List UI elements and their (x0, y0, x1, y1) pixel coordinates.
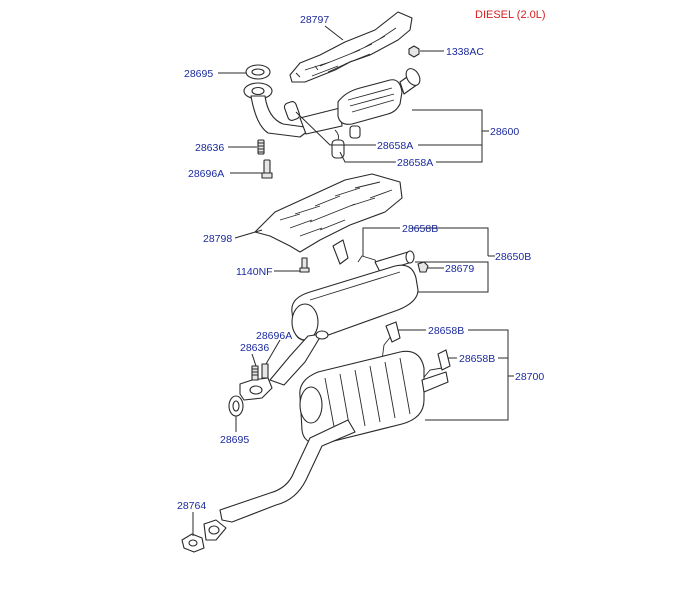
label-28658a-2[interactable]: 28658A (397, 157, 433, 169)
leader-28600 (412, 109, 489, 163)
tail-end-28764-drawing (181, 533, 205, 553)
heat-protector-front-drawing (289, 11, 413, 83)
label-28797[interactable]: 28797 (300, 14, 329, 26)
label-28600[interactable]: 28600 (490, 126, 519, 138)
label-28658a-1[interactable]: 28658A (377, 140, 413, 152)
nut-lower-drawing (261, 363, 269, 379)
front-pipe-assy-drawing (243, 68, 421, 159)
leader-28696a-lower (265, 339, 281, 365)
nut-upper-drawing (261, 159, 273, 179)
leader-28700 (398, 329, 514, 421)
leader-28636-lower (251, 353, 257, 367)
leader-28658a-1 (295, 111, 376, 146)
bracket-28679-drawing (417, 261, 429, 273)
rear-muffler-assy-drawing (203, 321, 451, 541)
label-28764[interactable]: 28764 (177, 500, 206, 512)
label-28696a-lower[interactable]: 28696A (256, 330, 292, 342)
label-28695-lower[interactable]: 28695 (220, 434, 249, 446)
label-28650b[interactable]: 28650B (495, 251, 531, 263)
bolt-lower-drawing (251, 365, 259, 381)
leader-28658b-center (362, 227, 489, 256)
diagram-title: DIESEL (2.0L) (475, 9, 546, 21)
label-28658b-rear-2[interactable]: 28658B (459, 353, 495, 365)
nut-1338ac-drawing (408, 45, 420, 58)
bolt-1140nf-drawing (299, 257, 310, 273)
leader-28658a-2 (339, 151, 396, 163)
gasket-lower-drawing (228, 395, 244, 417)
bolt-upper-drawing (257, 139, 265, 155)
label-28636-upper[interactable]: 28636 (195, 142, 224, 154)
label-28658b-center[interactable]: 28658B (402, 223, 438, 235)
label-1140nf[interactable]: 1140NF (236, 266, 273, 278)
label-1338ac[interactable]: 1338AC (446, 46, 484, 58)
label-28700[interactable]: 28700 (515, 371, 544, 383)
center-muffler-assy-drawing (239, 239, 419, 401)
label-28696a-upper[interactable]: 28696A (188, 168, 224, 180)
label-28636-lower[interactable]: 28636 (240, 342, 269, 354)
leader-28650b (415, 255, 495, 293)
label-28798[interactable]: 28798 (203, 233, 232, 245)
gasket-upper-drawing (245, 64, 271, 80)
label-28679[interactable]: 28679 (445, 263, 474, 275)
leader-28798 (234, 229, 263, 239)
label-28695-upper[interactable]: 28695 (184, 68, 213, 80)
heat-protector-center-drawing (254, 173, 403, 253)
leader-28797 (324, 25, 344, 41)
label-28658b-rear-1[interactable]: 28658B (428, 325, 464, 337)
